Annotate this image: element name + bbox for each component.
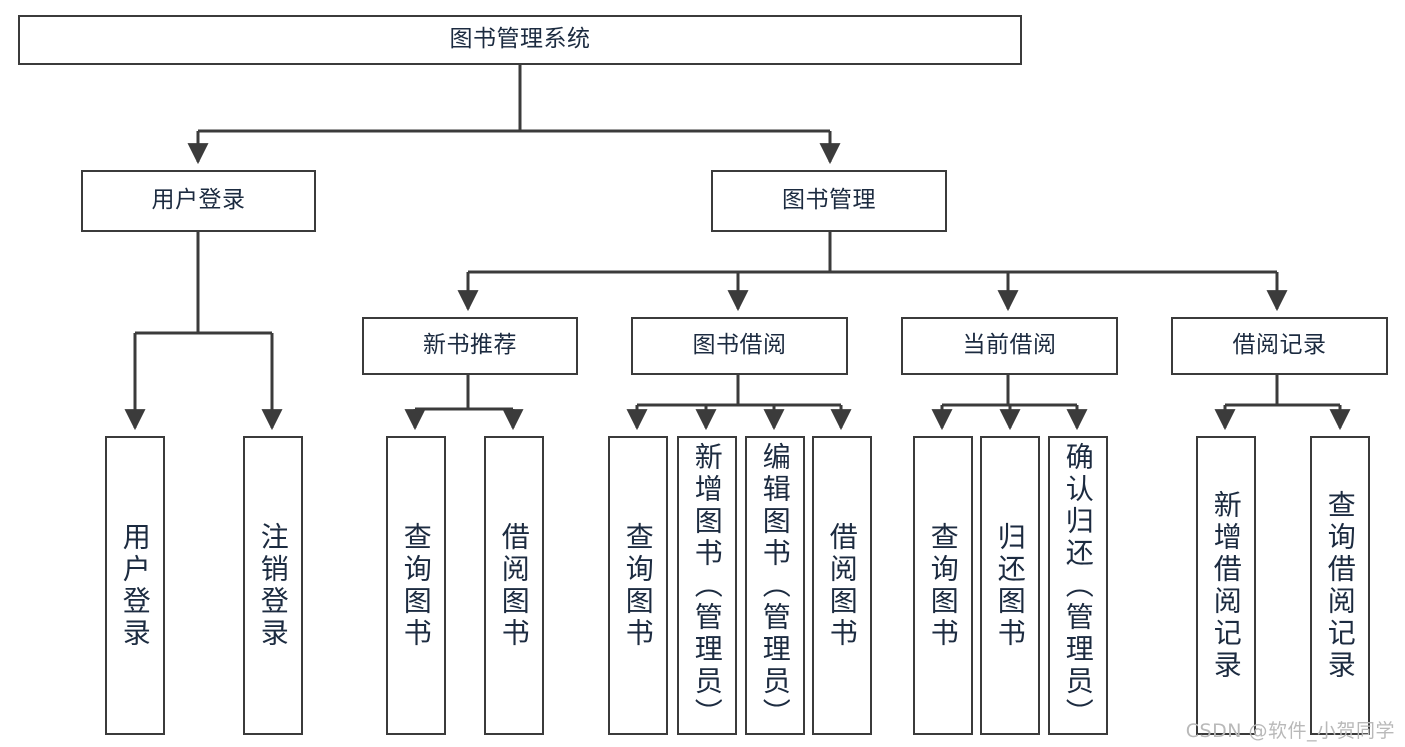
node-book-borrow-label: 图书借阅 — [692, 332, 787, 359]
node-leaf-query-book-1-label: 查询图书 — [399, 521, 433, 650]
node-leaf-query-record[interactable]: 查询借阅记录 — [1310, 436, 1370, 735]
node-leaf-borrow-book-2-label: 借阅图书 — [825, 521, 859, 650]
node-leaf-query-book-1[interactable]: 查询图书 — [386, 436, 446, 735]
node-leaf-query-book-2-label: 查询图书 — [621, 521, 655, 650]
csdn-watermark: CSDN @软件_小贺同学 — [1185, 720, 1395, 742]
node-root[interactable]: 图书管理系统 — [18, 15, 1022, 65]
node-book-manage[interactable]: 图书管理 — [711, 170, 947, 232]
node-leaf-add-book[interactable]: 新增图书（管理员） — [677, 436, 737, 735]
node-leaf-query-book-3[interactable]: 查询图书 — [913, 436, 973, 735]
node-leaf-return-book[interactable]: 归还图书 — [980, 436, 1040, 735]
node-user-login[interactable]: 用户登录 — [81, 170, 316, 232]
node-leaf-edit-book[interactable]: 编辑图书（管理员） — [745, 436, 805, 735]
node-leaf-user-logout-label: 注销登录 — [256, 521, 290, 650]
node-leaf-query-record-label: 查询借阅记录 — [1323, 489, 1357, 682]
node-leaf-borrow-book-1[interactable]: 借阅图书 — [484, 436, 544, 735]
node-leaf-confirm-return[interactable]: 确认归还（管理员） — [1048, 436, 1108, 735]
node-leaf-return-book-label: 归还图书 — [993, 521, 1027, 650]
node-leaf-confirm-return-label: 确认归还（管理员） — [1061, 441, 1095, 730]
node-borrow-record[interactable]: 借阅记录 — [1171, 317, 1388, 375]
node-root-label: 图书管理系统 — [449, 26, 591, 53]
node-leaf-query-book-3-label: 查询图书 — [926, 521, 960, 650]
node-leaf-user-login-label: 用户登录 — [118, 521, 152, 650]
node-leaf-borrow-book-1-label: 借阅图书 — [497, 521, 531, 650]
node-book-manage-label: 图书管理 — [782, 187, 876, 214]
node-new-book-rec[interactable]: 新书推荐 — [362, 317, 578, 375]
node-borrow-record-label: 借阅记录 — [1232, 332, 1327, 359]
node-leaf-borrow-book-2[interactable]: 借阅图书 — [812, 436, 872, 735]
node-user-login-label: 用户登录 — [151, 187, 246, 214]
node-new-book-rec-label: 新书推荐 — [423, 332, 517, 359]
node-leaf-user-login[interactable]: 用户登录 — [105, 436, 165, 735]
node-current-borrow-label: 当前借阅 — [962, 332, 1057, 359]
node-book-borrow[interactable]: 图书借阅 — [631, 317, 848, 375]
node-current-borrow[interactable]: 当前借阅 — [901, 317, 1118, 375]
node-leaf-add-record-label: 新增借阅记录 — [1209, 489, 1243, 682]
node-leaf-user-logout[interactable]: 注销登录 — [243, 436, 303, 735]
node-leaf-query-book-2[interactable]: 查询图书 — [608, 436, 668, 735]
node-leaf-add-record[interactable]: 新增借阅记录 — [1196, 436, 1256, 735]
node-leaf-edit-book-label: 编辑图书（管理员） — [758, 441, 792, 730]
node-leaf-add-book-label: 新增图书（管理员） — [690, 441, 724, 730]
